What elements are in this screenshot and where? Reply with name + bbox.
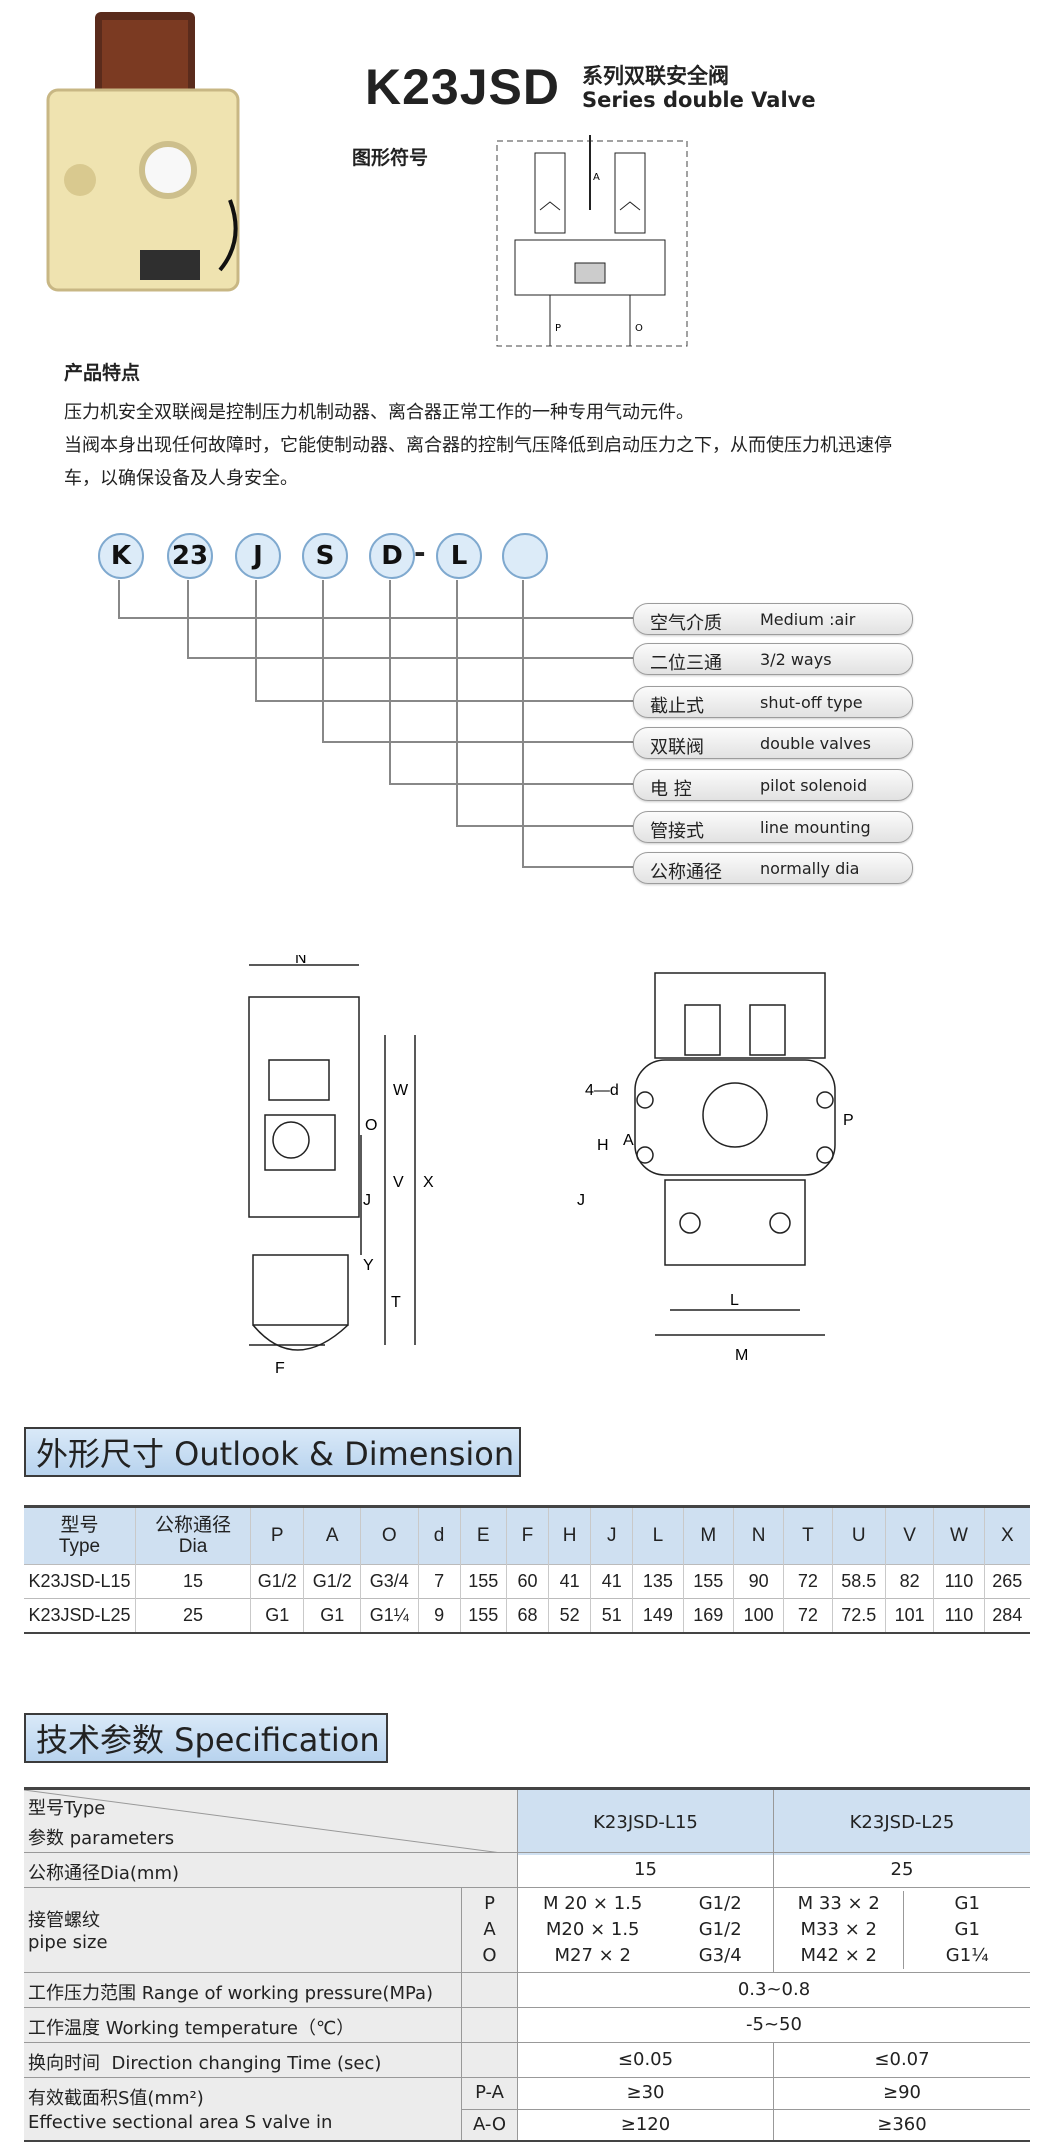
- symbol-port-a: A: [593, 172, 600, 183]
- spec-area-port-ao: A-O: [461, 2109, 517, 2140]
- code-letter-s: S: [302, 533, 348, 579]
- code-dash: -: [414, 536, 426, 569]
- spec-dia-l25: 25: [773, 1853, 1030, 1888]
- code-letter-k: K: [98, 533, 144, 579]
- dim-label-h: H: [597, 1137, 609, 1154]
- dim-label-y: Y: [363, 1257, 374, 1274]
- model-title: K23JSD: [365, 59, 560, 115]
- code-letter-dia-blank: [502, 533, 548, 579]
- symbol-port-p: P: [555, 323, 561, 334]
- series-name-en: Series double Valve: [582, 88, 816, 112]
- pneumatic-symbol-diagram: A P O: [496, 135, 688, 347]
- code-connector-lines: [118, 580, 633, 868]
- spec-pressure-label: 工作压力范围 Range of working pressure(MPa): [24, 1973, 461, 2008]
- spec-time-l25: ≤0.07: [773, 2043, 1030, 2078]
- spec-param-label: 参数 parameters: [28, 1828, 175, 1849]
- spec-area-en: Effective sectional area S valve in: [28, 2112, 333, 2133]
- valve-product-photo: [46, 12, 240, 292]
- dim-label-o: O: [365, 1117, 377, 1134]
- spec-pressure-value: 0.3~0.8: [517, 1973, 1030, 2008]
- spec-type-label: 型号Type: [28, 1798, 106, 1819]
- spec-temp-value: -5~50: [517, 2008, 1030, 2043]
- dimension-header-row: 型号 Type 公称通径 Dia P A O d E F H J L M N T…: [24, 1506, 1030, 1565]
- dim-label-w: W: [393, 1082, 409, 1099]
- spec-port-o: O: [482, 1945, 497, 1966]
- dim-label-p: P: [843, 1112, 854, 1129]
- series-name-cn: 系列双联安全阀: [582, 64, 729, 88]
- spec-port-p: P: [484, 1893, 495, 1914]
- spec-area-l15-pa: ≥30: [517, 2078, 773, 2109]
- spec-model-l15: K23JSD-L15: [517, 1790, 773, 1855]
- symbol-label: 图形符号: [352, 147, 429, 169]
- dimension-table: 型号 Type 公称通径 Dia P A O d E F H J L M N T…: [24, 1505, 1030, 1634]
- spec-time-l15: ≤0.05: [517, 2043, 773, 2078]
- features-title: 产品特点: [64, 362, 141, 384]
- spec-area-l25-pa: ≥90: [773, 2078, 1030, 2109]
- dim-label-a: A: [623, 1132, 634, 1149]
- dim-label-j-front: J: [577, 1192, 585, 1209]
- spec-time-label-en: Direction changing Time (sec): [111, 2053, 382, 2074]
- dim-label-v: V: [393, 1174, 404, 1191]
- features-line-3: 车，以确保设备及人身安全。: [64, 468, 298, 489]
- dim-label-d: 4—d: [585, 1082, 619, 1099]
- features-line-1: 压力机安全双联阀是控制压力机制动器、离合器正常工作的一种专用气动元件。: [64, 402, 694, 423]
- dim-label-x: X: [423, 1174, 434, 1191]
- spec-area-l25-ao: ≥360: [773, 2109, 1030, 2140]
- code-letter-23: 23: [167, 533, 213, 579]
- features-line-2: 当阀本身出现任何故障时，它能使制动器、离合器的控制气压降低到启动压力之下，从而使…: [64, 435, 892, 456]
- spec-area-cn: 有效截面积S值(mm²): [28, 2088, 204, 2109]
- dim-label-l: L: [730, 1292, 739, 1309]
- side-view-drawing: N W O V X J Y T F: [248, 955, 434, 1377]
- code-letter-l: L: [436, 533, 482, 579]
- dim-label-f: F: [275, 1360, 285, 1377]
- spec-port-a: A: [483, 1919, 496, 1940]
- spec-section-title: 技术参数 Specification: [24, 1713, 388, 1763]
- code-letter-j: J: [235, 533, 281, 579]
- spec-area-port-pa: P-A: [461, 2078, 517, 2109]
- spec-time-label-cn: 换向时间: [28, 2053, 100, 2074]
- dimension-section-title: 外形尺寸 Outlook & Dimension: [24, 1427, 521, 1477]
- spec-dia-l15: 15: [517, 1853, 773, 1888]
- dim-label-m: M: [735, 1347, 748, 1364]
- spec-temp-label: 工作温度 Working temperature（℃）: [24, 2008, 461, 2043]
- spec-model-l25: K23JSD-L25: [773, 1790, 1030, 1855]
- spec-dia-label: 公称通径Dia(mm): [24, 1853, 517, 1888]
- spec-pipe-en: pipe size: [28, 1932, 108, 1953]
- code-letter-d: D: [369, 533, 415, 579]
- dim-label-n: N: [295, 955, 307, 967]
- front-view-drawing: 4—d A H J P L M: [577, 972, 854, 1364]
- dim-label-t: T: [391, 1294, 401, 1311]
- dim-label-j: J: [363, 1192, 371, 1209]
- symbol-port-o: O: [635, 323, 643, 334]
- spec-area-l15-ao: ≥120: [517, 2109, 773, 2140]
- spec-pipe-cn: 接管螺纹: [28, 1910, 100, 1931]
